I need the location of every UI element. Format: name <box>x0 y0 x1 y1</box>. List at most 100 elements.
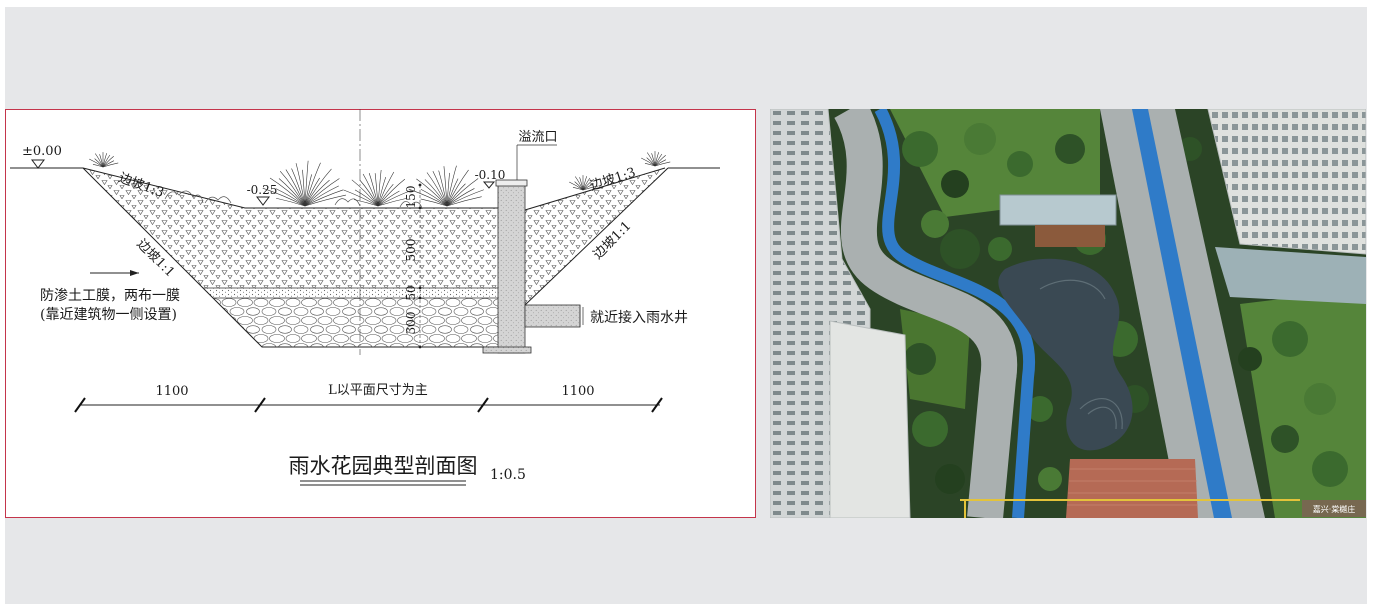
grass-blade <box>262 187 306 207</box>
outlet-pipe-end <box>579 305 584 327</box>
grass-blade <box>582 185 599 191</box>
outlet-note: 就近接入雨水井 <box>590 309 688 326</box>
width-middle: L以平面尺寸为主 <box>328 383 428 398</box>
grass-blade <box>446 183 466 207</box>
grass-plant <box>641 151 671 167</box>
grass-blade <box>654 153 663 167</box>
planting-surface-right <box>524 167 666 211</box>
grass-blade <box>569 181 584 191</box>
grass-blade <box>416 178 448 207</box>
grass-blade <box>377 190 400 207</box>
grass-blade <box>446 178 459 207</box>
grass-blade <box>377 176 387 207</box>
platform-boards <box>1067 468 1198 506</box>
grass-blade <box>295 163 306 207</box>
grass-blade <box>302 169 306 207</box>
grass-plant <box>89 152 119 168</box>
overflow-label: 溢流口 <box>518 130 557 145</box>
tree-canopy <box>1055 134 1085 164</box>
tree-canopy <box>1038 467 1062 491</box>
tree-canopy <box>912 411 948 447</box>
overflow-grate <box>495 179 528 187</box>
grass-blade <box>102 153 107 168</box>
timber-platform <box>1066 459 1198 518</box>
pavilion-facade <box>1035 225 1105 247</box>
grass-blade <box>446 178 479 207</box>
grass-blade <box>102 162 119 168</box>
grass-blade <box>377 183 394 207</box>
grass-blade <box>102 156 114 168</box>
planting-soil-layer <box>83 168 498 288</box>
grass-blade <box>408 188 448 207</box>
grass-blade <box>438 170 448 207</box>
grass-blade <box>446 169 469 207</box>
grass-blade <box>646 152 656 167</box>
grass-blade <box>582 183 595 191</box>
grass-blade <box>377 169 382 207</box>
sand-layer <box>203 288 498 298</box>
grass-plant <box>343 169 413 207</box>
grass-blade <box>368 173 379 207</box>
grass-blade <box>446 165 457 207</box>
basin-outline-right <box>524 167 669 306</box>
shrub-cluster <box>164 190 423 209</box>
grass-blade <box>354 199 379 207</box>
grass-blade <box>654 152 659 167</box>
tree-canopy <box>1271 425 1299 453</box>
pavilion-roof <box>999 194 1117 226</box>
overflow-level-marker <box>482 181 496 189</box>
ground-level-label: ±0.00 <box>22 144 62 159</box>
grass-blade <box>654 155 666 167</box>
ground-level-marker <box>31 159 45 169</box>
grass-blade <box>432 171 448 207</box>
overflow-leader-line <box>516 144 557 180</box>
grass-blade <box>276 197 306 207</box>
grass-blade <box>304 168 332 207</box>
grass-blade <box>278 178 306 207</box>
grass-blade <box>443 166 448 207</box>
aerial-photo-canvas: 嘉兴·棠樾庄 <box>770 109 1366 518</box>
grass-blade <box>291 168 306 207</box>
grass-blade <box>89 158 104 168</box>
grass-blade <box>654 159 667 167</box>
width-left: 1100 <box>155 384 188 399</box>
tree-canopy <box>904 343 936 375</box>
gravel-layer <box>213 298 498 347</box>
grass-blade <box>275 188 306 207</box>
grass-blade <box>304 194 346 207</box>
overflow-well-base <box>482 346 532 354</box>
grass-blade <box>304 177 320 207</box>
tree-canopy <box>940 229 980 269</box>
tree-canopy <box>1238 347 1262 371</box>
building-right-tower <box>1207 109 1366 255</box>
overflow-well-wall <box>497 184 526 354</box>
grass-blade <box>420 188 448 207</box>
grass-blade <box>446 189 484 207</box>
tree-canopy <box>964 123 996 155</box>
grass-blade <box>304 178 340 207</box>
grass-blade <box>582 179 594 191</box>
grass-blade <box>304 189 344 207</box>
grass-blade <box>574 176 584 191</box>
tree-canopy <box>988 237 1012 261</box>
section-drawing-canvas: ±0.00 就近接入雨水井 溢流口 -0.10 -0.25 边坡1:3 边坡1:… <box>5 109 756 518</box>
grass-plant <box>569 175 599 191</box>
grass-blade <box>446 188 475 207</box>
grass-blade <box>279 171 306 207</box>
grass-blade <box>426 172 448 207</box>
title-underline <box>300 480 466 486</box>
grass-blade <box>362 173 379 207</box>
grass-blade <box>343 189 379 207</box>
drawing-title: 雨水花园典型剖面图 <box>289 454 478 478</box>
grass-blade <box>102 154 111 168</box>
grass-blade <box>420 198 448 207</box>
grass-blade <box>102 160 115 168</box>
planting-surface <box>82 167 498 209</box>
width-right: 1100 <box>561 384 594 399</box>
tree-canopy <box>1027 396 1053 422</box>
glass-canopy <box>1215 247 1366 304</box>
grass-blade <box>374 173 379 207</box>
tree-canopy <box>921 210 949 238</box>
grass-plant <box>262 160 346 207</box>
grass-blade <box>351 179 379 207</box>
